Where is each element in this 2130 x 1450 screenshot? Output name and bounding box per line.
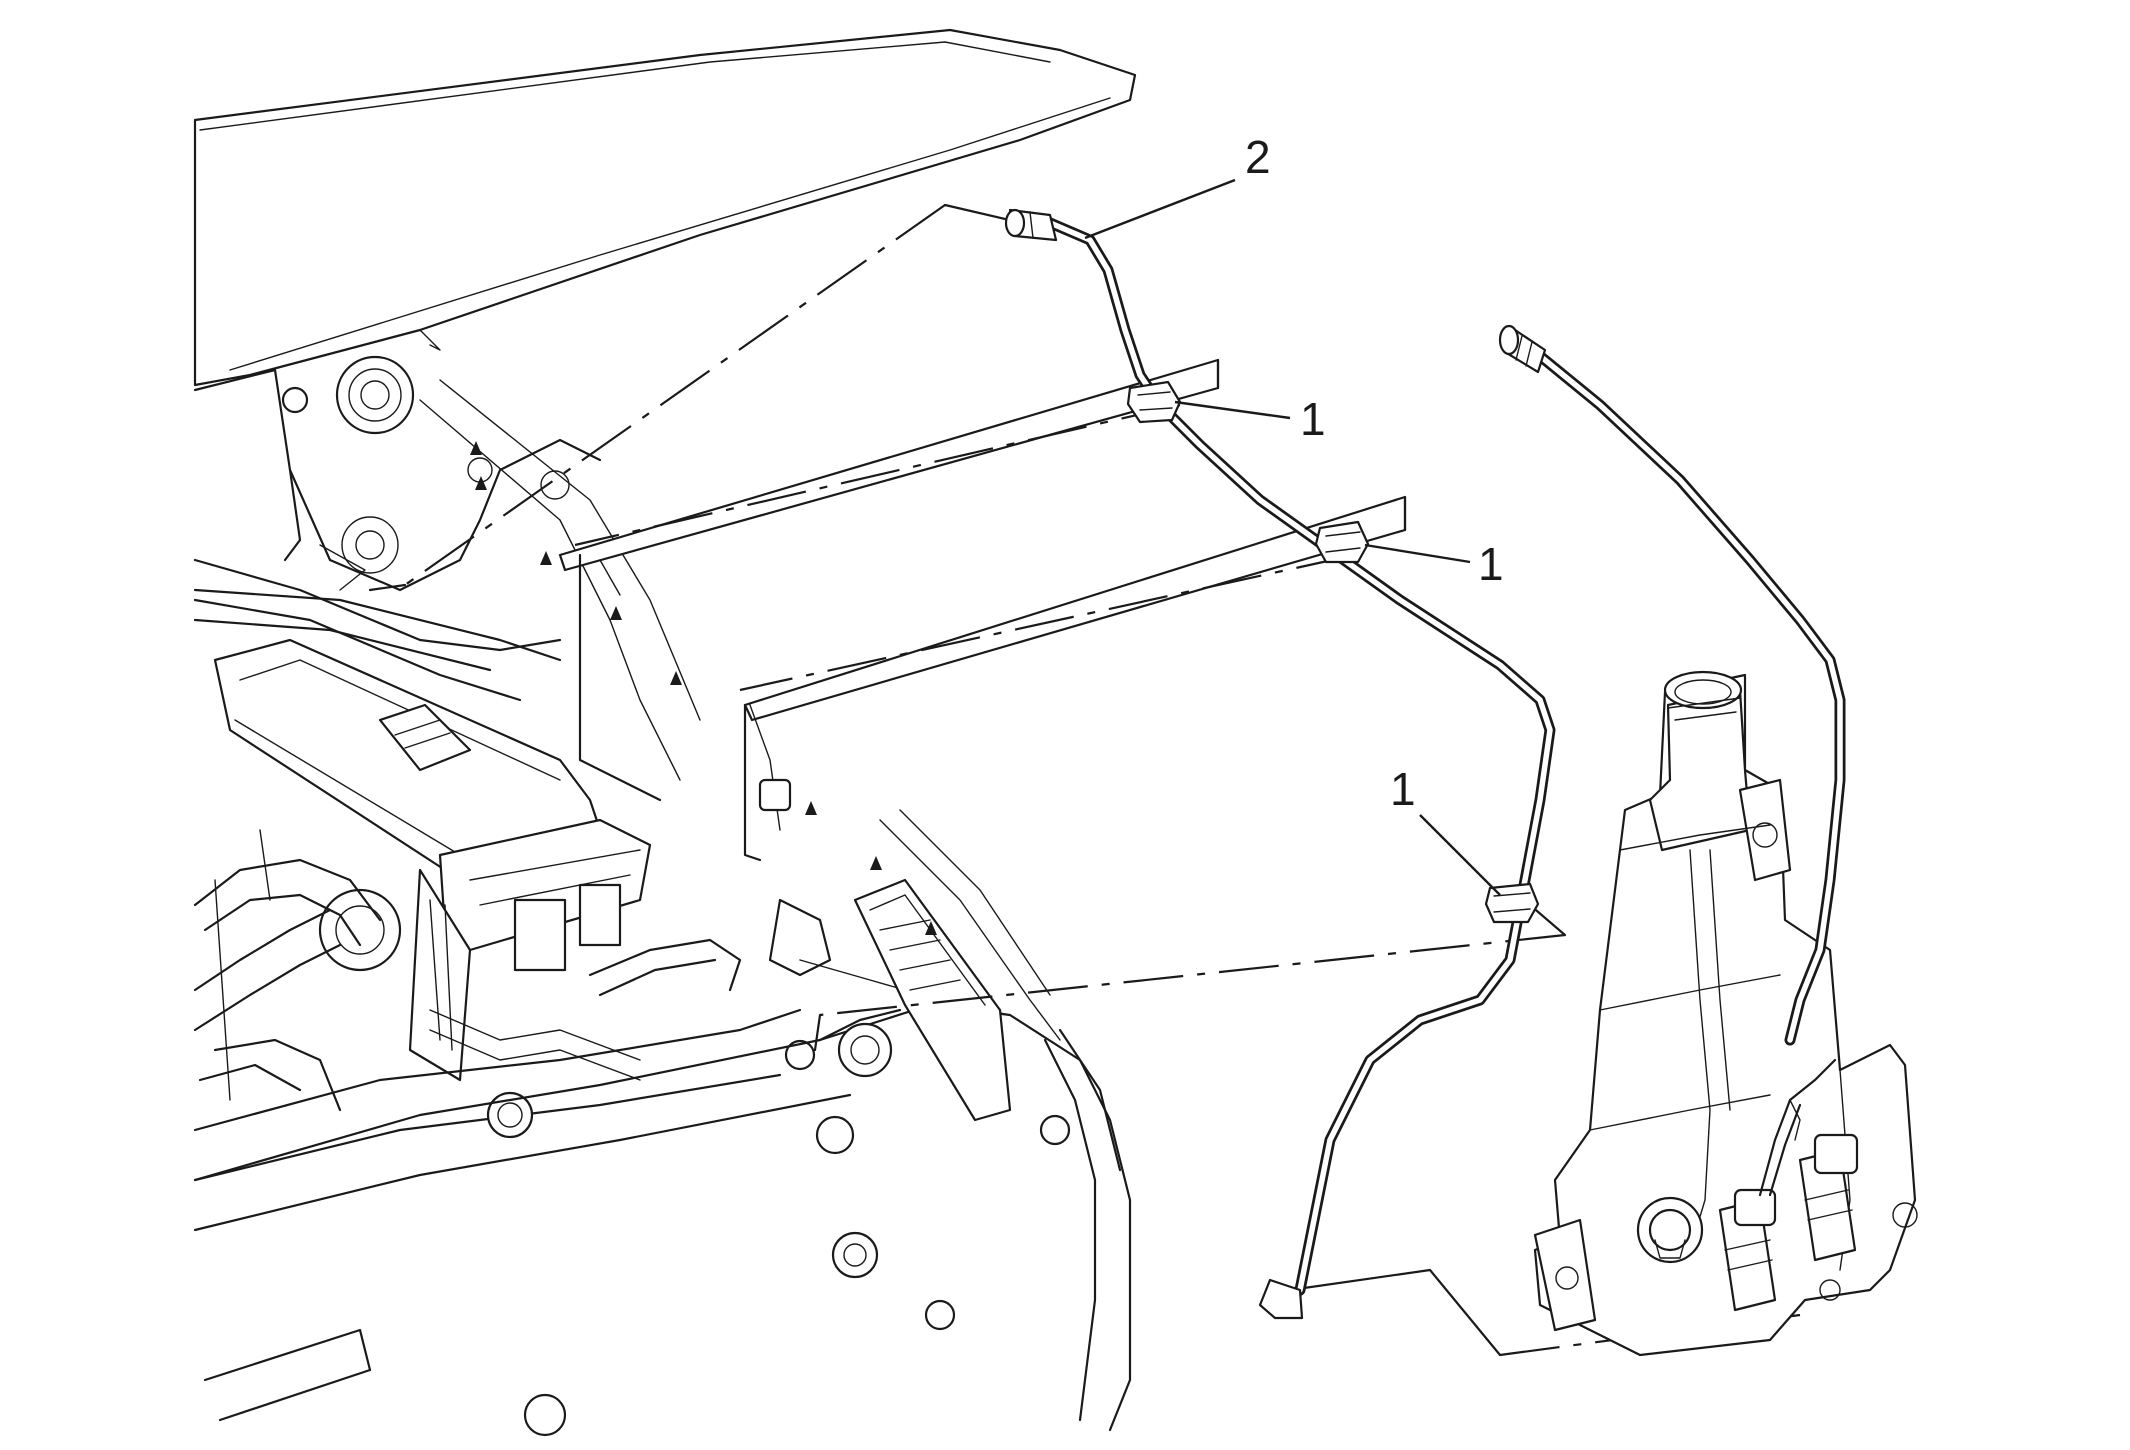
callout-clip-label-1: 1 <box>1300 393 1326 445</box>
washer-reservoir <box>1533 670 1918 1357</box>
callout-leaders <box>1084 178 1501 896</box>
washer-hose <box>1004 208 1556 1320</box>
projection-lines <box>368 203 1801 1357</box>
hose-clip-2 <box>1314 520 1370 564</box>
reservoir-hose <box>1498 324 1846 1046</box>
engine-bay <box>193 368 816 1182</box>
callout-hose-label: 2 <box>1245 131 1271 183</box>
open-hood <box>193 28 1137 435</box>
hose-clip-1 <box>1126 380 1182 424</box>
callout-clip-label-3: 1 <box>1390 763 1416 815</box>
callout-clip-label-2: 1 <box>1478 538 1504 590</box>
front-fender <box>193 809 1132 1437</box>
radiator-support <box>467 358 1407 935</box>
